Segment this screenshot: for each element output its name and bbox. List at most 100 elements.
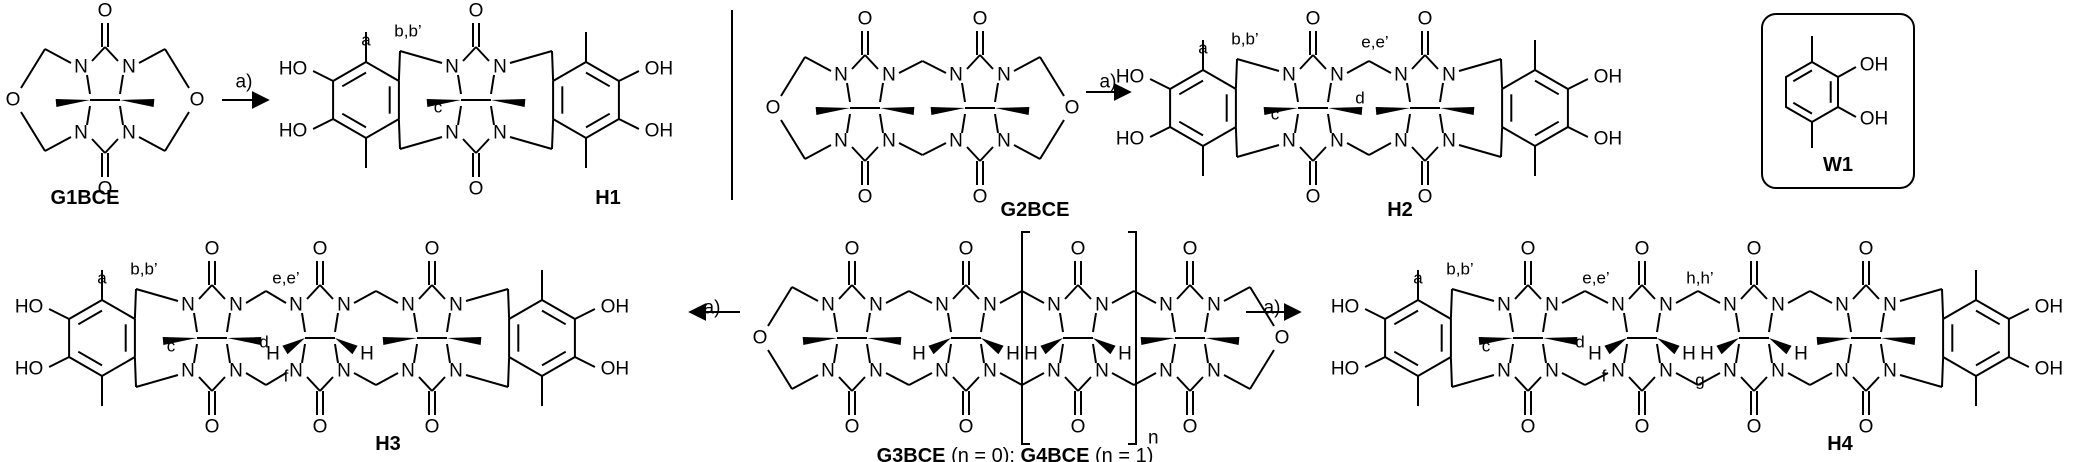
- hydrogen-wedge: [1716, 338, 1739, 355]
- methyl-wedge: [930, 107, 965, 115]
- oxygen-atom: O: [98, 1, 113, 22]
- methylene-bond: [804, 144, 832, 160]
- oxygen-atom: O: [313, 417, 328, 438]
- bond: [91, 138, 106, 154]
- bond: [198, 284, 213, 300]
- proton-label-d: d: [1575, 333, 1584, 352]
- aromatic-double-bond: [1534, 120, 1560, 137]
- bond: [980, 343, 985, 364]
- methylene-bridge: [245, 290, 267, 304]
- compound-label-h3: H3: [375, 433, 401, 455]
- methylene-bond: [1236, 144, 1280, 158]
- aromatic-double-bond: [541, 350, 567, 367]
- methylene-bridge: [1111, 372, 1135, 386]
- bond: [306, 284, 321, 300]
- methylene-bond: [791, 374, 819, 390]
- bond: [866, 343, 871, 364]
- nitrogen-atom: N: [1497, 295, 1511, 316]
- nitrogen-atom: N: [1047, 361, 1061, 382]
- methyl-wedge: [1140, 337, 1175, 345]
- bond: [119, 74, 124, 95]
- oxygen-atom: O: [469, 1, 484, 22]
- aromatic-double-bond: [1393, 309, 1419, 326]
- methylene-bridge: [353, 372, 377, 386]
- bond: [952, 376, 967, 392]
- ether-bond: [20, 111, 46, 152]
- bond: [1753, 376, 1768, 392]
- compound-caption-g3-g4: G3BCE (n = 0); G4BCE (n = 1): [877, 445, 1154, 462]
- methyl-wedge: [426, 99, 461, 107]
- methylene-bond: [135, 374, 179, 388]
- ether-bond: [1039, 119, 1065, 160]
- aromatic-double-bond: [1178, 79, 1204, 96]
- reagent-label-a: a): [1264, 298, 1281, 319]
- hydrogen-wedge: [928, 338, 951, 355]
- marker-layer: [55, 99, 1916, 355]
- proton-label-bb: b,b’: [394, 22, 421, 41]
- nitrogen-atom: N: [493, 57, 507, 78]
- nitrogen-atom: N: [935, 361, 949, 382]
- bond: [1312, 54, 1327, 70]
- hydroxyl-bond: [1364, 308, 1386, 320]
- bond: [1299, 146, 1314, 162]
- nitrogen-atom: N: [1330, 65, 1344, 86]
- methylene-bridge: [898, 142, 923, 156]
- reagent-label-a: a): [236, 72, 253, 93]
- bond: [966, 146, 981, 162]
- methylene-bond: [1941, 288, 1945, 319]
- bond: [879, 113, 884, 134]
- bond: [1077, 284, 1092, 300]
- bond: [961, 82, 966, 103]
- aromatic-double-bond: [77, 350, 103, 367]
- methylene-bond: [1500, 127, 1504, 158]
- hydroxyl-bond: [48, 308, 70, 320]
- hydroxyl-bond: [1837, 66, 1857, 78]
- methylene-bond: [1941, 357, 1945, 388]
- bond-layer: [20, 10, 2030, 445]
- bond: [475, 46, 490, 62]
- bond: [864, 54, 879, 70]
- bond: [1768, 343, 1773, 364]
- proton-label-a: a: [1413, 269, 1423, 288]
- methylene-bridge: [922, 60, 947, 74]
- methylene-bond: [138, 136, 166, 152]
- nitrogen-atom: N: [181, 295, 195, 316]
- methylene-bond: [1013, 144, 1041, 160]
- hydrogen-atom: H: [912, 344, 926, 365]
- hydrogen-wedge: [1093, 338, 1116, 355]
- ether-bond: [164, 48, 190, 89]
- compound-label-h1: H1: [595, 187, 621, 209]
- oxygen-atom: O: [1065, 98, 1080, 119]
- hydroxyl-group: OH: [1860, 55, 1889, 76]
- bond: [431, 284, 446, 300]
- nitrogen-atom: N: [337, 295, 351, 316]
- bond: [319, 284, 334, 300]
- methylene-bridge: [245, 372, 267, 386]
- bond: [965, 284, 980, 300]
- proton-label-d: d: [1355, 89, 1364, 108]
- methylene-bond: [135, 288, 179, 302]
- bond: [1542, 343, 1547, 364]
- oxygen-atom: O: [190, 90, 205, 111]
- methylene-bridge: [1021, 372, 1045, 386]
- caption-part: G3BCE: [877, 445, 946, 462]
- nitrogen-atom: N: [449, 361, 463, 382]
- bond: [833, 312, 838, 333]
- bond: [1312, 146, 1327, 162]
- nitrogen-atom: N: [869, 361, 883, 382]
- bond: [1406, 113, 1411, 134]
- methyl-wedge: [1440, 107, 1475, 115]
- aromatic-double-bond: [1178, 120, 1204, 137]
- oxygen-atom: O: [1306, 187, 1321, 208]
- bond: [104, 138, 119, 154]
- bond: [1852, 376, 1867, 392]
- oxygen-atom: O: [766, 98, 781, 119]
- nitrogen-atom: N: [1771, 361, 1785, 382]
- nitrogen-atom: N: [1394, 131, 1408, 152]
- oxygen-atom: O: [973, 187, 988, 208]
- bond: [1623, 343, 1628, 364]
- hydrogen-atom: H: [1006, 344, 1020, 365]
- bond: [457, 74, 462, 95]
- oxygen-atom: O: [205, 417, 220, 438]
- bond: [301, 312, 306, 333]
